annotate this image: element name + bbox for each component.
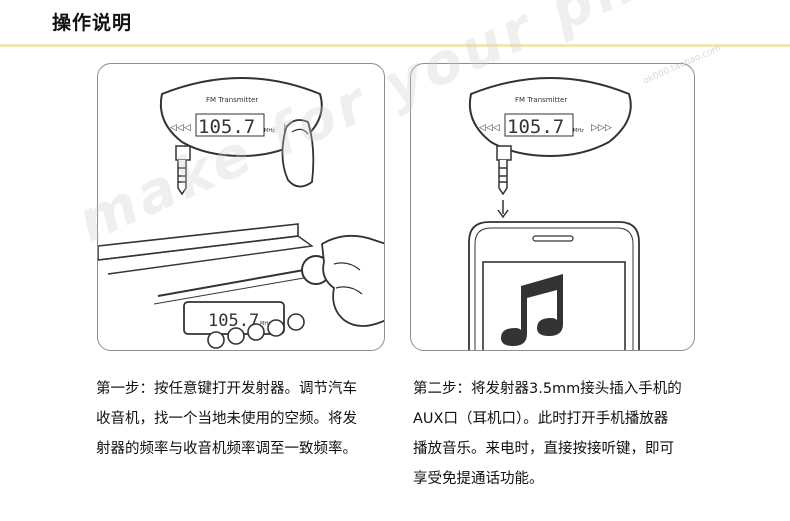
caption-line: AUX口（耳机口）。此时打开手机播放器: [413, 411, 669, 427]
caption-line: 收音机，找一个当地未使用的空频。将发: [96, 411, 357, 427]
transmitter-frequency: 105.7: [198, 116, 255, 138]
title-underline: [0, 44, 790, 47]
radio-button: [227, 327, 245, 345]
jack-collar: [496, 145, 512, 161]
step1-caption: 第一步：按任意键打开发射器。调节汽车 收音机，找一个当地未使用的空频。将发 射器…: [96, 374, 396, 464]
transmitter-label: FM Transmitter: [515, 96, 567, 104]
radio-frequency: 105.7: [208, 311, 259, 331]
radio-button: [287, 313, 305, 331]
radio-unit: MHz: [260, 321, 271, 327]
phone-earpiece: [532, 235, 574, 242]
step2-drawing: FM Transmitter ◁◁◁ 105.7 MHz ▷▷▷: [468, 77, 640, 350]
radio-button: [267, 319, 285, 337]
jack-collar: [175, 145, 191, 161]
lcd-digits-box: [195, 113, 265, 137]
transmitter-label: FM Transmitter: [206, 96, 258, 104]
music-note-icon: [501, 274, 563, 346]
page-title: 操作说明: [52, 12, 133, 34]
arrow-left-icon: ◁◁◁: [170, 123, 191, 133]
radio-button: [247, 323, 265, 341]
radio-button: [207, 331, 225, 349]
transmitter-frequency: 105.7: [507, 116, 564, 138]
step1-illustration: FM Transmitter ◁◁◁ 105.7 MHz ▷▷▷ 105.7 M…: [97, 63, 385, 351]
cd-slot: [157, 269, 305, 297]
caption-line: 第二步：将发射器3.5mm接头插入手机的: [413, 381, 682, 397]
step2-caption: 第二步：将发射器3.5mm接头插入手机的 AUX口（耳机口）。此时打开手机播放器…: [413, 374, 723, 494]
transmitter-unit: MHz: [264, 128, 275, 134]
arrow-right-icon: ▷▷▷: [591, 123, 612, 133]
step2-illustration: FM Transmitter ◁◁◁ 105.7 MHz ▷▷▷: [410, 63, 695, 351]
jack-plug: [498, 160, 508, 196]
caption-line: 射器的频率与收音机频率调至一致频率。: [96, 441, 357, 457]
lcd-digits-box: [504, 113, 574, 137]
step1-drawing: FM Transmitter ◁◁◁ 105.7 MHz ▷▷▷ 105.7 M…: [98, 77, 384, 349]
caption-line: 第一步：按任意键打开发射器。调节汽车: [96, 381, 357, 397]
caption-line: 播放音乐。来电时，直接按接听键，即可: [413, 441, 674, 457]
finger-icon: [281, 119, 315, 188]
transmitter-body: [469, 77, 632, 158]
arrow-left-icon: ◁◁◁: [479, 123, 500, 133]
caption-line: 享受免提通话功能。: [413, 471, 544, 487]
dashboard: [98, 223, 299, 261]
hand-icon: [321, 234, 384, 327]
transmitter-unit: MHz: [573, 128, 584, 134]
jack-plug: [177, 160, 187, 196]
